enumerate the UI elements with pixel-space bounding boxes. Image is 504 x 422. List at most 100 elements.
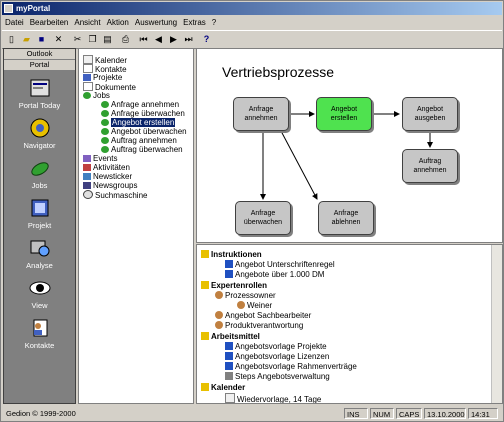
list-item[interactable]: Wiedervorlage, 14 Tage [225,393,321,403]
navigator-icon [30,118,49,138]
section-header[interactable]: Instruktionen [201,250,262,259]
tree-node[interactable]: Dokumente [83,82,136,92]
tab-outlook[interactable]: Outlook [4,49,75,60]
outlook-bar: Outlook Portal Portal Today Navigator Jo… [3,48,76,404]
menu-ansicht[interactable]: Ansicht [74,18,101,27]
nav-portal-today[interactable]: Portal Today [4,77,75,110]
eye-icon [29,281,50,295]
tree-node[interactable]: Auftrag annehmen [101,136,177,145]
next-icon[interactable]: ▶ [170,34,177,44]
nav-kontakte[interactable]: Kontakte [4,317,75,350]
person-icon [215,291,223,299]
process-box-active[interactable]: Angebot erstellen [316,97,372,131]
status-time: 14:31 [468,408,498,419]
section-icon [201,250,209,258]
tree-node[interactable]: Newsgroups [83,181,137,190]
previous-icon[interactable]: ◀ [155,34,162,44]
tree-node[interactable]: Newsticker [83,172,132,181]
tree-node[interactable]: Jobs [83,91,110,100]
list-item[interactable]: Angebotsvorlage Lizenzen [225,352,329,361]
tree-node[interactable]: Angebot überwachen [101,127,187,136]
menu-extras[interactable]: Extras [183,18,206,27]
menu-aktion[interactable]: Aktion [106,18,129,27]
steps-icon [225,372,233,380]
list-item[interactable]: Prozessowner [215,291,276,300]
menu-datei[interactable]: Datei [5,18,24,27]
tree-node[interactable]: Suchmaschine [83,190,147,200]
word-doc-icon [225,362,233,370]
diagram-title: Vertriebsprozesse [222,64,335,80]
status-copyright: Gedion © 1999-2000 [6,409,76,418]
list-item[interactable]: Angebote über 1.000 DM [225,270,324,279]
kontakte-icon [33,319,47,337]
last-icon[interactable]: ⏭ [184,34,193,44]
list-item[interactable]: Angebot Sachbearbeiter [215,311,311,320]
nav-projekt[interactable]: Projekt [4,197,75,230]
process-box[interactable]: Anfrage überwachen [235,201,291,235]
tree-node[interactable]: Projekte [83,73,122,82]
info-panel: Instruktionen Angebot Unterschriftenrege… [196,244,503,404]
paste-icon[interactable]: ▤ [103,34,112,44]
window-title: myPortal [16,4,51,13]
process-box[interactable]: Anfrage annehmen [233,97,289,131]
vertical-scrollbar[interactable] [491,245,502,403]
tree-node[interactable]: Anfrage annehmen [101,100,179,109]
cut-icon[interactable]: ✂ [73,34,82,44]
list-item[interactable]: Angebot Unterschriftenregel [225,260,335,269]
tree-node[interactable]: Aktivitäten [83,163,130,172]
section-header[interactable]: Kalender [201,383,245,392]
tree-node[interactable]: Auftrag überwachen [101,145,183,154]
portal-today-icon [30,79,49,97]
word-doc-icon [225,352,233,360]
process-box[interactable]: Anfrage ablehnen [318,201,374,235]
word-doc-icon [225,260,233,268]
person-icon [215,321,223,329]
help-icon[interactable]: ? [203,34,210,44]
projects-icon [83,74,91,81]
print-icon[interactable]: ⎙ [121,34,130,44]
nav-navigator[interactable]: Navigator [4,117,75,150]
section-header[interactable]: Expertenrollen [201,281,267,290]
menu-help[interactable]: ? [211,18,217,27]
nav-view-label: View [31,301,48,310]
status-caps: CAPS [396,408,422,419]
job-leaf-icon [101,119,109,126]
list-item[interactable]: Weiner [237,301,272,310]
nav-navigator-label: Navigator [23,141,56,150]
menu-auswertung[interactable]: Auswertung [134,18,178,27]
contacts-icon [83,64,93,73]
nav-analyse-label: Analyse [26,261,53,270]
section-header[interactable]: Arbeitsmittel [201,332,260,341]
list-item[interactable]: Produktverantwortung [215,321,303,330]
menu-bar: Datei Bearbeiten Ansicht Aktion Auswertung Ex… [2,16,502,29]
tree-node-selected[interactable]: Angebot erstellen [101,118,176,127]
tree-node[interactable]: Events [83,154,117,163]
save-icon[interactable]: ■ [38,34,45,44]
copy-icon[interactable]: ❐ [88,34,97,44]
calendar-icon [225,393,235,403]
menu-bearbeiten[interactable]: Bearbeiten [29,18,69,27]
tree-node[interactable]: Kalender [83,55,127,65]
open-icon[interactable]: ▰ [23,34,30,44]
nav-analyse[interactable]: Analyse [4,237,75,270]
nav-jobs[interactable]: Jobs [4,157,75,190]
list-item[interactable]: Angebotsvorlage Projekte [225,342,327,351]
documents-icon [83,82,93,91]
tree-node[interactable]: Kontakte [83,64,127,74]
newsgroups-icon [83,182,91,189]
status-num: NUM [370,408,394,419]
process-box[interactable]: Angebot ausgeben [402,97,458,131]
process-box[interactable]: Auftrag annehmen [402,149,458,183]
job-leaf-icon [101,110,109,117]
app-icon [4,4,13,13]
first-icon[interactable]: ⏮ [139,34,148,44]
nav-view[interactable]: View [4,277,75,310]
delete-icon[interactable]: ✕ [54,34,63,44]
tab-portal[interactable]: Portal [4,60,75,71]
list-item[interactable]: Steps Angebotsverwaltung [225,372,330,381]
tree-node[interactable]: Anfrage überwachen [101,109,185,118]
list-item[interactable]: Angebotsvorlage Rahmenverträge [225,362,357,371]
new-icon[interactable]: ▯ [9,34,14,44]
section-icon [201,383,209,391]
